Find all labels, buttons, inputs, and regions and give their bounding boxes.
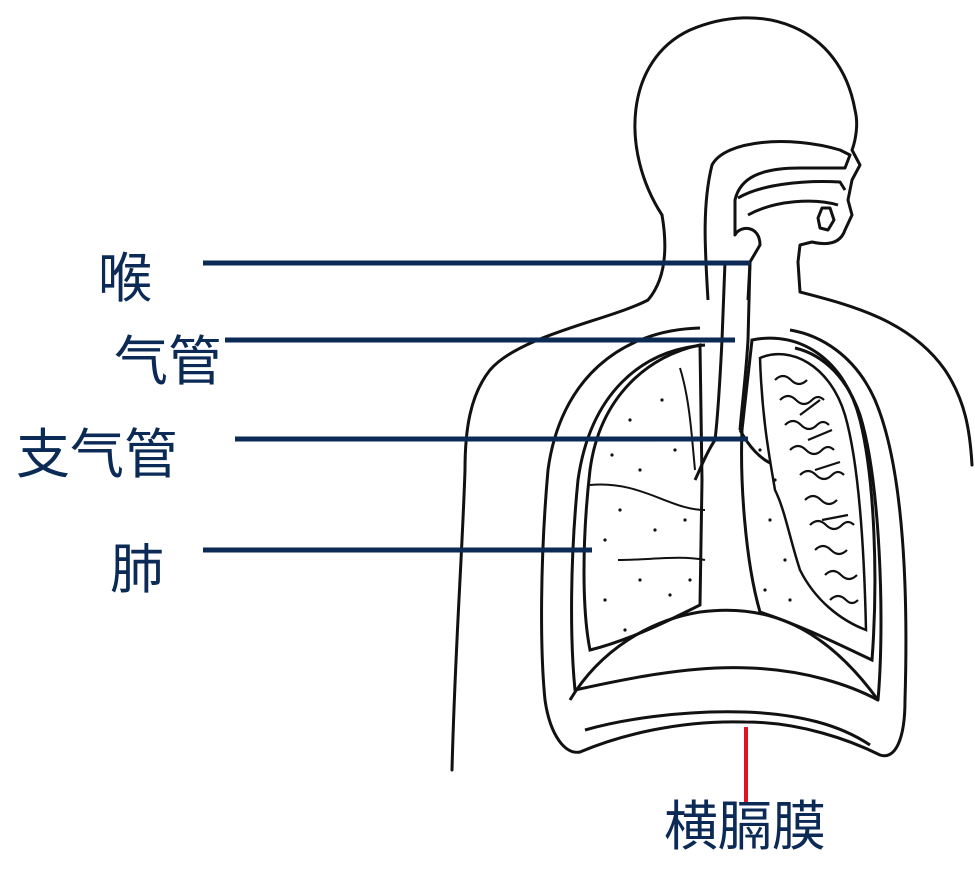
left-lung-dots (603, 398, 691, 631)
label-bronchus: 支气管 (16, 428, 178, 482)
label-larynx: 喉 (98, 252, 152, 306)
left-lung (584, 345, 705, 650)
head-outline (635, 18, 860, 262)
nasal-mouth-cavity (705, 142, 850, 300)
label-diaphragm: 横膈膜 (664, 800, 826, 854)
body-outline (452, 18, 972, 770)
leader-lines (203, 263, 750, 550)
neck-left (452, 215, 665, 770)
label-trachea: 气管 (114, 335, 222, 389)
left-lung-outline (584, 345, 702, 650)
diaphragm-shape (570, 610, 878, 745)
label-lung: 肺 (110, 543, 164, 597)
right-lung (742, 338, 875, 660)
